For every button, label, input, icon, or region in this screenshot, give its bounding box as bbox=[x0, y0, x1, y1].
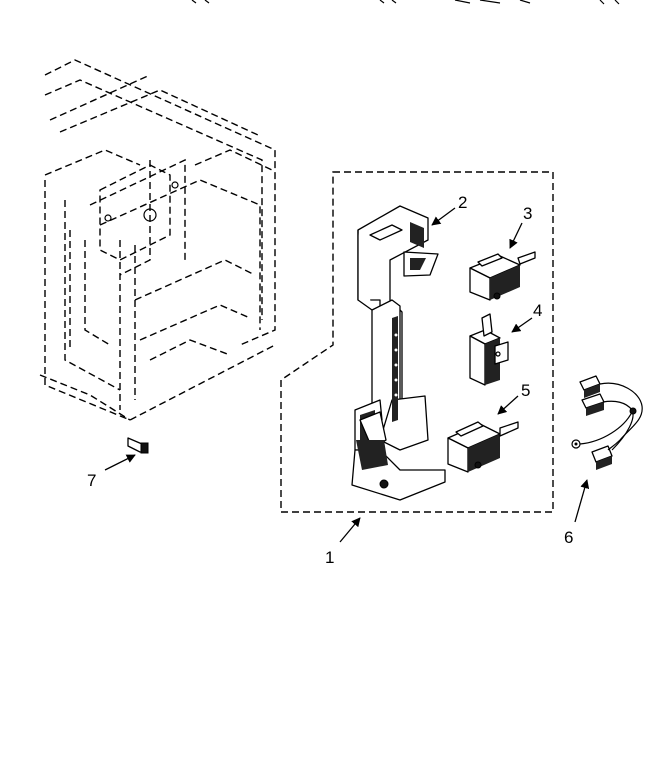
callout-1: 1 bbox=[325, 548, 334, 567]
switch-part-3 bbox=[469, 251, 536, 301]
callout-5: 5 bbox=[521, 381, 530, 400]
callout-6: 6 bbox=[564, 528, 573, 547]
leader-5 bbox=[497, 395, 519, 415]
callout-3: 3 bbox=[523, 204, 532, 223]
cabinet-outline bbox=[39, 59, 276, 421]
assembly-boundary bbox=[280, 171, 554, 513]
wire-harness-part-6 bbox=[571, 375, 643, 470]
cropped-header-marks bbox=[191, 0, 620, 5]
screw-part-7 bbox=[127, 437, 149, 454]
callout-4: 4 bbox=[533, 301, 542, 320]
leader-1 bbox=[339, 517, 361, 543]
switch-part-5 bbox=[447, 421, 519, 473]
callout-2: 2 bbox=[458, 193, 467, 212]
leader-4 bbox=[511, 317, 533, 333]
leader-2 bbox=[431, 207, 456, 226]
switch-part-4 bbox=[469, 313, 509, 386]
callout-7: 7 bbox=[87, 471, 96, 490]
leader-6 bbox=[574, 479, 590, 523]
leader-7 bbox=[104, 454, 136, 471]
leader-3 bbox=[509, 222, 523, 249]
interlock-bracket-part-2 bbox=[351, 205, 446, 501]
